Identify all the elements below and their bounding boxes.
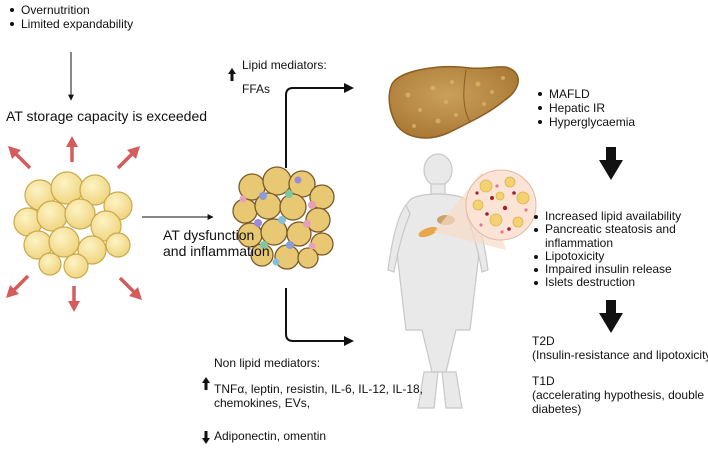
cause-item: Overnutrition bbox=[8, 3, 133, 17]
human-silhouette bbox=[387, 153, 489, 409]
pancreas-effect-text: Pancreatic steatosis and bbox=[545, 222, 676, 237]
t2d-detail: (Insulin-resistance and lipotoxicity) bbox=[532, 348, 708, 362]
down-arrow-liver-effects bbox=[599, 147, 623, 180]
arrow-to-liver bbox=[285, 83, 354, 168]
liver-effect-item: Hepatic IR bbox=[536, 101, 635, 115]
storage-capacity-text: AT storage capacity is exceeded bbox=[6, 108, 208, 124]
arrow-to-outcomes bbox=[285, 288, 354, 346]
non-lipid-mediators-title: Non lipid mediators: bbox=[214, 356, 321, 370]
at-dysfunction-text: AT dysfunction and inflammation bbox=[163, 227, 270, 259]
upregulated-line: TNFα, leptin, resistin, IL-6, IL-12, IL-… bbox=[214, 382, 424, 396]
at-dysfunction-line: AT dysfunction bbox=[163, 227, 255, 243]
t1d-detail-line: (accelerating hypothesis, double bbox=[532, 388, 705, 402]
top-causes-list: Overnutrition Limited expandability bbox=[8, 3, 133, 31]
t1d-label: T1D bbox=[532, 374, 555, 388]
pancreas-effects-list: Increased lipid availability Pancreatic … bbox=[532, 209, 682, 290]
pancreatic-islet-zoom bbox=[465, 169, 537, 241]
pancreas-effect-item: Lipotoxicity bbox=[532, 248, 681, 263]
up-arrow-icon bbox=[202, 377, 210, 390]
liver-effect-item: MAFLD bbox=[536, 87, 635, 101]
t1d-detail: (accelerating hypothesis, double diabete… bbox=[532, 388, 704, 416]
cause-item: Limited expandability bbox=[8, 17, 133, 31]
down-arrow-pancreas-effects bbox=[599, 300, 623, 333]
inflammation-line: and inflammation bbox=[163, 243, 270, 259]
inflamed-adipose-tissue bbox=[232, 166, 335, 270]
pancreas-effect-text: Lipotoxicity bbox=[545, 248, 605, 263]
ffas-label: FFAs bbox=[242, 82, 271, 96]
fat-cell-cluster bbox=[13, 171, 133, 279]
pancreas-effect-item: Islets destruction bbox=[532, 276, 681, 289]
pancreas-effect-item: Pancreatic steatosis and inflammation bbox=[532, 223, 681, 250]
liver-effects-list: MAFLD Hepatic IR Hyperglycaemia bbox=[536, 87, 635, 129]
down-arrow-icon bbox=[202, 431, 210, 444]
liver bbox=[388, 66, 519, 139]
liver-effect-item: Hyperglycaemia bbox=[536, 115, 635, 129]
t1d-detail-line: diabetes) bbox=[532, 402, 582, 416]
pancreas-effect-text: inflammation bbox=[545, 235, 614, 250]
expansion-arrows bbox=[6, 136, 142, 312]
upregulated-mediators: TNFα, leptin, resistin, IL-6, IL-12, IL-… bbox=[214, 382, 423, 410]
upregulated-line: chemokines, EVs, bbox=[214, 396, 311, 410]
lipid-mediators-title: Lipid mediators: bbox=[242, 58, 327, 72]
pancreas-effect-text: Increased lipid availability bbox=[545, 209, 682, 223]
pancreas-effect-text: Islets destruction bbox=[545, 275, 636, 290]
pancreas-effect-item: Impaired insulin release bbox=[532, 263, 681, 276]
body-pancreas bbox=[418, 226, 438, 238]
downregulated-mediators: Adiponectin, omentin bbox=[214, 429, 327, 443]
up-arrow-icon bbox=[228, 68, 236, 81]
pancreas-effect-text: Impaired insulin release bbox=[545, 262, 672, 277]
pancreas-effect-item: Increased lipid availability bbox=[532, 209, 682, 223]
t2d-label: T2D bbox=[532, 334, 555, 348]
